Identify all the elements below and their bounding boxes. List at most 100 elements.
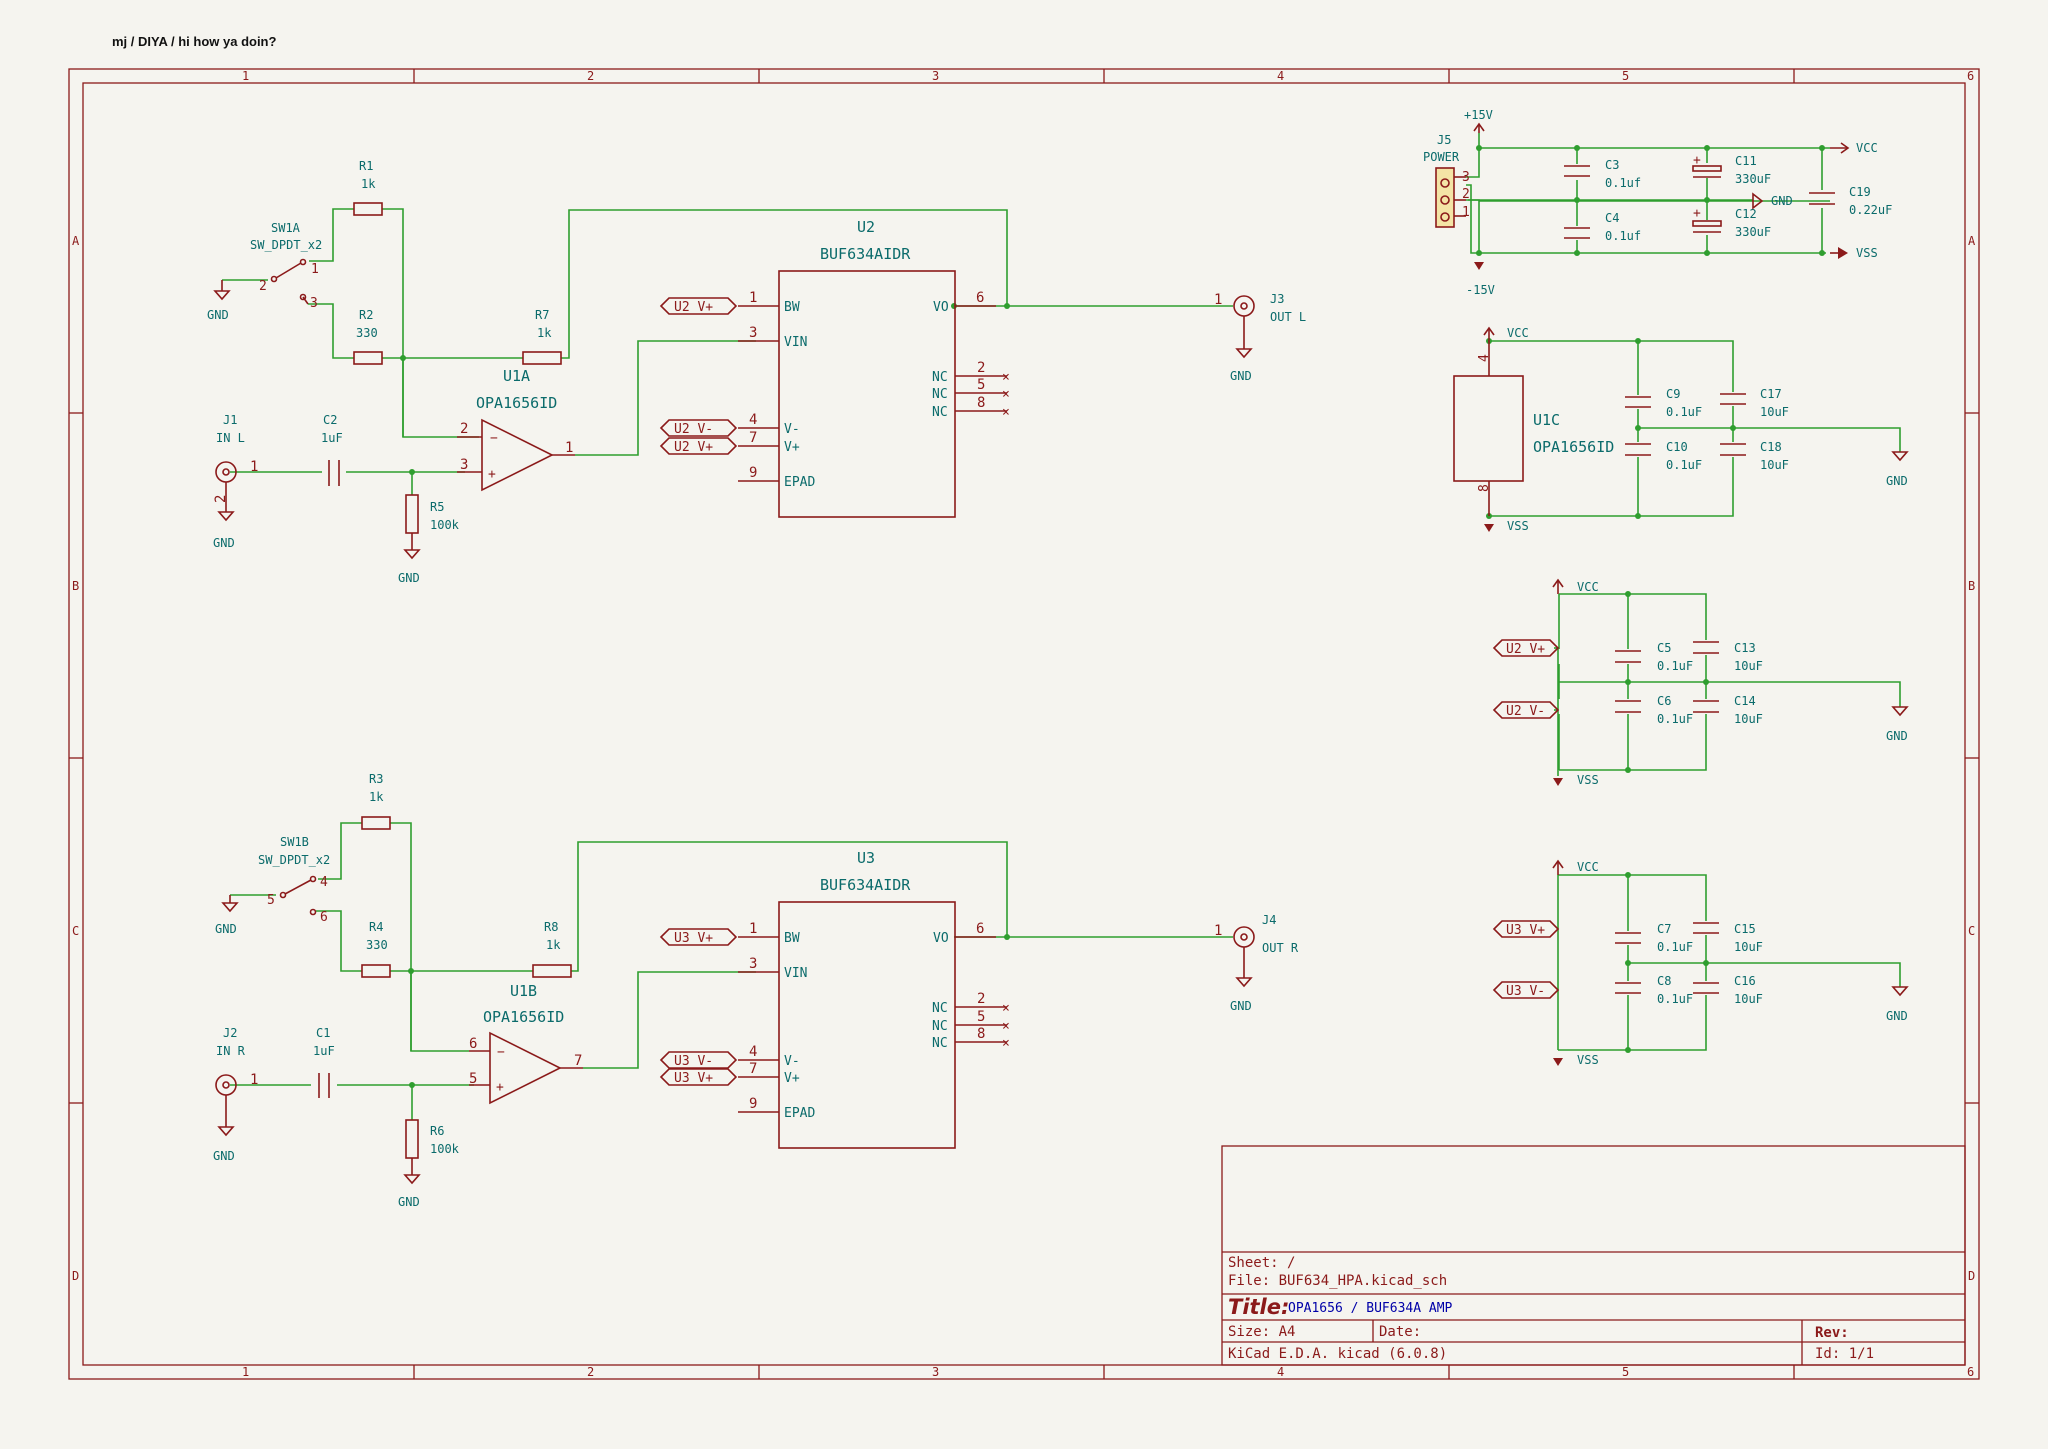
ref: C13 [1734, 641, 1756, 655]
net-label: VSS [1856, 246, 1878, 260]
net-label: VCC [1577, 580, 1599, 594]
resistor-r2: R2 330 [353, 308, 383, 365]
resistor-r4: R4 330 [361, 920, 391, 978]
capacitor-c11: + C11 330uF [1692, 153, 1771, 186]
svg-text:3: 3 [310, 296, 318, 311]
net-label: U2 V- [1506, 704, 1545, 719]
net-label: VCC [1577, 860, 1599, 874]
connector-j5: 321 J5 POWER [1423, 133, 1470, 228]
pin-name: EPAD [784, 475, 815, 490]
ref: R5 [430, 500, 444, 514]
hier-label-u3-vp2: U3 V+ [659, 1068, 738, 1086]
svg-text:−: − [490, 431, 498, 446]
row-label: D [1968, 1269, 1975, 1283]
capacitor-c8: C8 0.1uF [1615, 974, 1693, 1006]
svg-text:5: 5 [977, 1009, 985, 1025]
svg-text:4: 4 [749, 1044, 757, 1060]
value: POWER [1423, 150, 1460, 164]
row-label: D [72, 1269, 79, 1283]
gnd-symbol: GND [1886, 986, 1909, 1023]
col-label: 4 [1277, 69, 1284, 83]
ref: J1 [223, 413, 237, 427]
pin-name: NC [932, 387, 948, 402]
pin-name: NC [932, 1036, 948, 1051]
value: 330 [366, 938, 388, 952]
pin-name: V+ [784, 1071, 800, 1086]
svg-text:5: 5 [469, 1071, 477, 1087]
resistor-r1: R1 1k [353, 159, 383, 216]
ref: C11 [1735, 154, 1757, 168]
svg-text:1: 1 [749, 921, 757, 937]
value: 1uF [313, 1044, 335, 1058]
ref: C10 [1666, 440, 1688, 454]
svg-text:8: 8 [977, 395, 985, 411]
value: 1k [546, 938, 561, 952]
capacitor-c12: + C12 330uF [1692, 206, 1771, 239]
net-label: U2 V+ [674, 440, 713, 455]
hier-label-u3-vm: U3 V- [659, 1051, 738, 1069]
pin-name: V- [784, 422, 800, 437]
u1c-decoupling: 4 8 U1C OPA1656ID VCC VSS GND C9 0.1uF C… [1453, 326, 1909, 533]
row-label: A [1968, 234, 1976, 248]
gnd-symbol: GND [1886, 706, 1909, 743]
value: 1k [361, 177, 376, 191]
value: 0.1uF [1657, 712, 1693, 726]
value: 0.1uf [1605, 229, 1641, 243]
net-label: U2 V+ [1506, 642, 1545, 657]
svg-text:9: 9 [749, 1096, 757, 1112]
capacitor-c5: C5 0.1uF [1615, 641, 1693, 673]
svg-text:×: × [1002, 1019, 1010, 1034]
right-channel: SW1B SW_DPDT_x2 54 6 GND R3 1k R4 330 R8… [213, 772, 1299, 1209]
capacitor-c7: C7 0.1uF [1615, 922, 1693, 954]
net-label: GND [1230, 999, 1252, 1013]
ref: J2 [223, 1026, 237, 1040]
capacitor-c19: C19 0.22uF [1809, 185, 1892, 217]
value: 0.1uF [1666, 405, 1702, 419]
net-label: GND [398, 571, 420, 585]
resistor-r8: R8 1k [532, 920, 572, 978]
buffer-u2: U2 BUF634AIDR 1 BW 3 VIN 4 V- 7 V+ 9 EPA… [738, 218, 1010, 518]
value: OPA1656ID [483, 1008, 564, 1026]
svg-text:3: 3 [460, 457, 468, 473]
vcc-flag-top: VCC [1830, 141, 1878, 155]
opamp-u1a: − + 23 1 U1A OPA1656ID [457, 367, 575, 492]
col-label: 6 [1967, 69, 1974, 83]
ref: R6 [430, 1124, 444, 1138]
capacitor-c6: C6 0.1uF [1615, 694, 1693, 726]
net-label: GND [1886, 474, 1908, 488]
ref: U1A [503, 367, 530, 385]
col-label: 3 [932, 1365, 939, 1379]
tb-size: Size: A4 [1228, 1324, 1295, 1340]
value: 0.1uF [1666, 458, 1702, 472]
col-label: 4 [1277, 1365, 1284, 1379]
hier-label-u3-vp-dec: U3 V+ [1492, 920, 1560, 938]
svg-text:3: 3 [1462, 170, 1470, 185]
svg-text:4: 4 [320, 875, 328, 890]
col-label: 2 [587, 1365, 594, 1379]
value: 0.1uF [1657, 940, 1693, 954]
opamp-u1c: 4 8 U1C OPA1656ID [1453, 341, 1614, 516]
value: 10uF [1734, 659, 1763, 673]
resistor-r3: R3 1k [361, 772, 391, 830]
hier-label-u3-vp: U3 V+ [659, 928, 738, 946]
net-label: VSS [1577, 1053, 1599, 1067]
svg-text:1: 1 [565, 440, 573, 456]
ref: SW1B [280, 835, 309, 849]
ref: C12 [1735, 207, 1757, 221]
pin-name: BW [784, 300, 800, 315]
hier-label-u2-vp-dec: U2 V+ [1492, 639, 1560, 657]
value: SW_DPDT_x2 [258, 853, 330, 867]
svg-text:1: 1 [1214, 923, 1222, 939]
pin-name: BW [784, 931, 800, 946]
ref: R7 [535, 308, 549, 322]
value: IN R [216, 1044, 246, 1058]
value: OUT L [1270, 310, 1306, 324]
value: 100k [430, 1142, 460, 1156]
u3-decoupling: VCC VSS U3 V+ U3 V- GND C7 0.1uF C8 0.1u… [1492, 859, 1909, 1067]
capacitor-c10: C10 0.1uF [1625, 440, 1702, 472]
value: 10uF [1760, 405, 1789, 419]
pin-name: NC [932, 405, 948, 420]
ref: C16 [1734, 974, 1756, 988]
svg-text:1: 1 [1462, 205, 1470, 220]
svg-text:+: + [1693, 206, 1701, 221]
